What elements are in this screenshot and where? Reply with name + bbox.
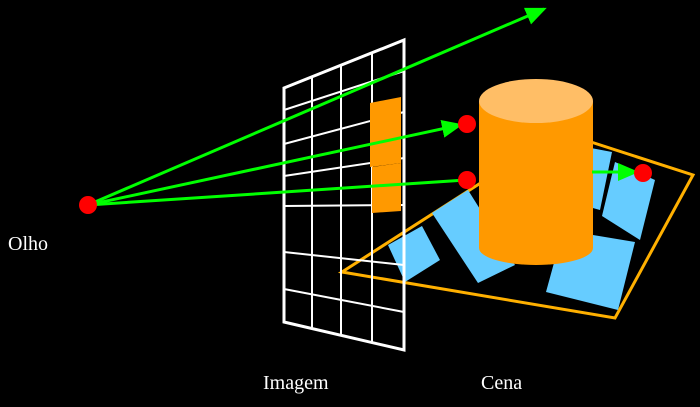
image-pixel-highlight	[370, 97, 401, 167]
grid-horizontal-line	[283, 251, 405, 266]
hit-point	[634, 164, 652, 182]
rays	[87, 7, 639, 207]
eye-point	[79, 196, 97, 214]
scene-label: Cena	[481, 372, 523, 394]
ray-miss	[87, 7, 547, 207]
hit-point	[458, 171, 476, 189]
ray-to-cylinder-lower-hit	[87, 178, 467, 207]
cylinder-top	[479, 79, 593, 123]
floor-tile	[432, 190, 515, 283]
image-plane-border	[282, 37, 406, 352]
cylinder-body	[479, 101, 593, 265]
hit-point	[458, 115, 476, 133]
grid-horizontal-line	[283, 288, 405, 313]
image-pixel-highlight	[372, 163, 401, 213]
image-plane-label: Imagem	[263, 372, 329, 394]
ray-to-cylinder-top-hit	[87, 119, 463, 207]
floor-tile	[388, 226, 440, 282]
eye-label: Olho	[8, 233, 48, 255]
scene-cylinder	[479, 79, 593, 265]
